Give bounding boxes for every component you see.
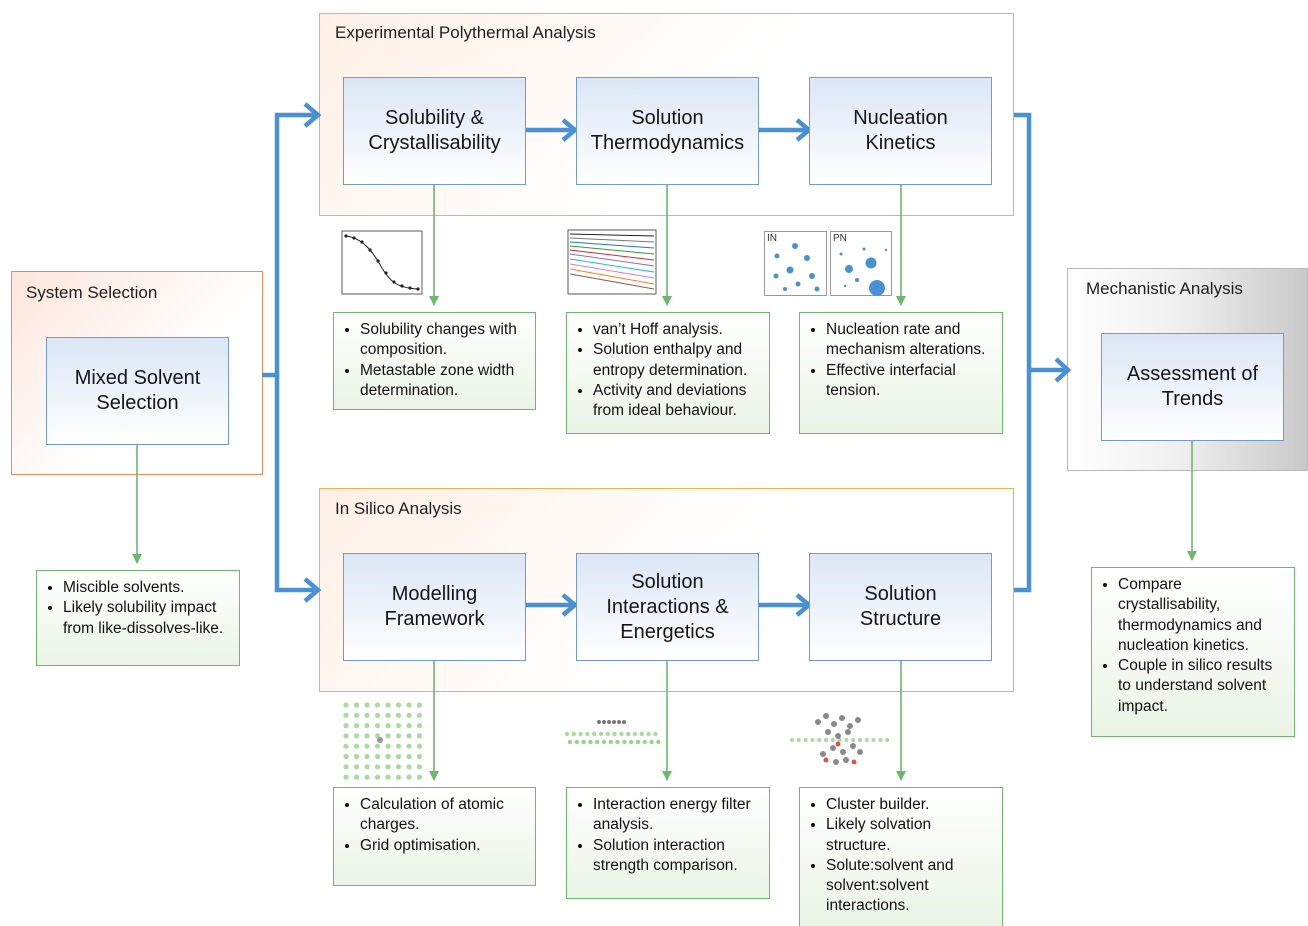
note-item: Activity and deviations from ideal behav… — [593, 381, 763, 422]
solution-thermodynamics-box: Solution Thermodynamics — [576, 77, 759, 185]
pn-label: PN — [833, 233, 847, 244]
note-item: van’t Hoff analysis. — [593, 320, 763, 340]
system-selection-title: System Selection — [26, 283, 158, 302]
solubility-curve-thumbnail — [332, 228, 426, 304]
modelling-framework-box: Modelling Framework — [343, 553, 526, 661]
solution-structure-box: Solution Structure — [809, 553, 992, 661]
note-item: Solution enthalpy and entropy determinat… — [593, 340, 763, 381]
atomic-grid-thumbnail — [340, 700, 424, 782]
thermodynamics-notes: van’t Hoff analysis. Solution enthalpy a… — [566, 312, 770, 434]
modelling-notes: Calculation of atomic charges. Grid opti… — [333, 787, 536, 886]
note-item: Interaction energy filter analysis. — [593, 795, 763, 836]
note-item: Likely solvation structure. — [826, 815, 996, 856]
mixed-solvent-selection-box: Mixed Solvent Selection — [46, 337, 229, 445]
structure-notes: Cluster builder. Likely solvation struct… — [799, 787, 1003, 926]
solubility-crystallisability-box: Solubility & Crystallisability — [343, 77, 526, 185]
note-item: Solubility changes with composition. — [360, 320, 529, 361]
experimental-title: Experimental Polythermal Analysis — [335, 23, 596, 42]
note-item: Grid optimisation. — [360, 836, 529, 856]
assessment-of-trends-box: Assessment of Trends — [1101, 333, 1284, 441]
note-item: Solution interaction strength comparison… — [593, 836, 763, 877]
nucleation-pn-thumbnail: PN — [830, 231, 892, 296]
in-label: IN — [767, 233, 777, 244]
note-item: Miscible solvents. — [63, 578, 233, 598]
system-selection-notes: Miscible solvents. Likely solubility imp… — [36, 570, 240, 666]
note-item: Solute:solvent and solvent:solvent inter… — [826, 856, 996, 917]
solution-interactions-energetics-box: Solution Interactions & Energetics — [576, 553, 759, 661]
note-item: Compare crystallisability, thermodynamic… — [1118, 575, 1288, 656]
vant-hoff-plot-thumbnail — [560, 228, 660, 304]
note-item: Couple in silico results to understand s… — [1118, 656, 1288, 717]
note-item: Likely solubility impact from like-disso… — [63, 598, 233, 639]
note-item: Effective interfacial tension. — [826, 361, 996, 402]
in-silico-title: In Silico Analysis — [335, 499, 462, 518]
interaction-energy-thumbnail — [563, 712, 661, 756]
nucleation-notes: Nucleation rate and mechanism alteration… — [799, 312, 1003, 434]
note-item: Cluster builder. — [826, 795, 996, 815]
note-item: Metastable zone width determination. — [360, 361, 529, 402]
mechanistic-notes: Compare crystallisability, thermodynamic… — [1091, 567, 1295, 737]
nucleation-in-thumbnail: IN — [764, 231, 827, 296]
note-item: Nucleation rate and mechanism alteration… — [826, 320, 996, 361]
solvation-cluster-thumbnail — [788, 702, 892, 776]
interactions-notes: Interaction energy filter analysis. Solu… — [566, 787, 770, 899]
mechanistic-title: Mechanistic Analysis — [1086, 279, 1243, 298]
note-item: Calculation of atomic charges. — [360, 795, 529, 836]
nucleation-kinetics-box: Nucleation Kinetics — [809, 77, 992, 185]
solubility-notes: Solubility changes with composition. Met… — [333, 312, 536, 410]
